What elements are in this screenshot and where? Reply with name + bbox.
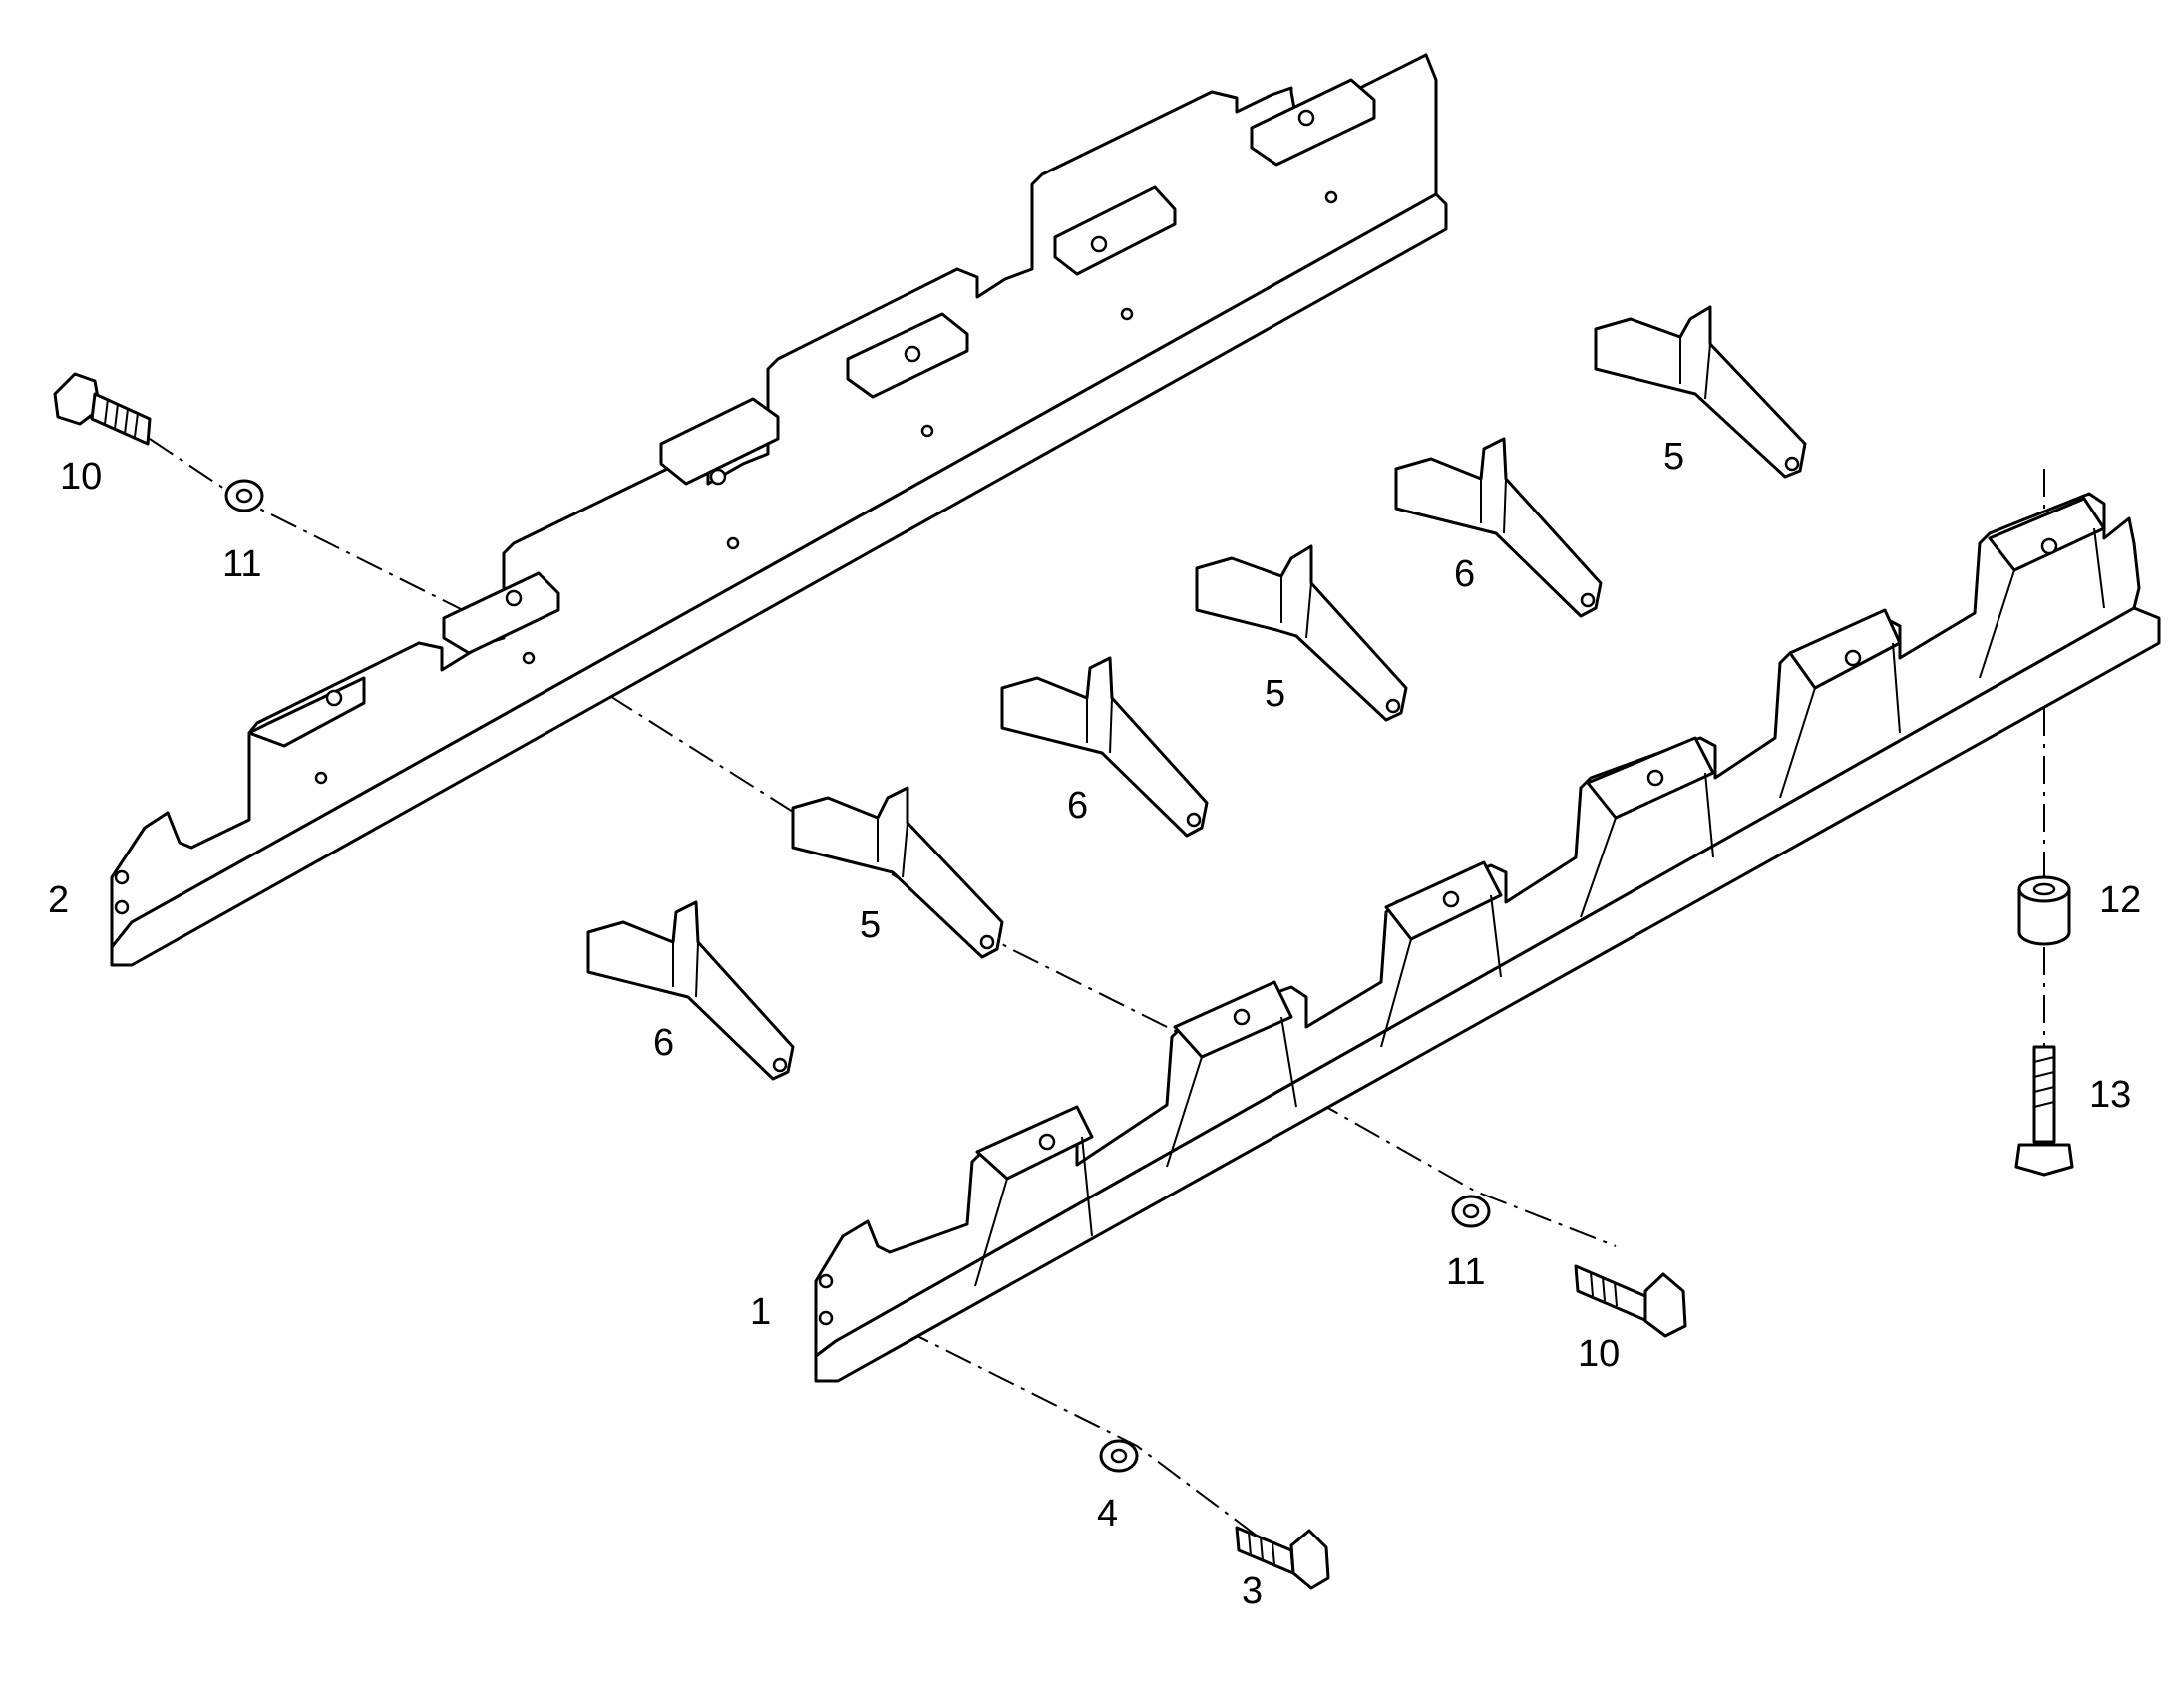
- bracket-part-6-a: [586, 900, 795, 1081]
- callout-13: 13: [2089, 1074, 2131, 1116]
- callout-11-upper: 11: [222, 543, 261, 585]
- callout-1: 1: [750, 1291, 771, 1333]
- bracket-part-5-a: [791, 786, 1004, 959]
- bolt-part-10-upper: [53, 372, 152, 446]
- bracket-part-6-b: [1000, 656, 1209, 838]
- washer-part-4: [1099, 1439, 1139, 1473]
- callout-4: 4: [1097, 1493, 1118, 1535]
- spacer-part-12: [2017, 875, 2071, 946]
- callout-6-c: 6: [1454, 553, 1475, 595]
- washer-part-11-upper: [224, 479, 264, 512]
- callout-10-lower: 10: [1578, 1333, 1620, 1375]
- lower-rail-part-1: [814, 492, 2161, 1383]
- callout-11-lower: 11: [1446, 1251, 1485, 1293]
- callout-6-b: 6: [1067, 785, 1088, 827]
- bolt-part-3: [1235, 1526, 1330, 1590]
- bracket-part-5-b: [1195, 544, 1408, 722]
- assembly-centerlines: [149, 438, 2045, 1537]
- callout-5-b: 5: [1265, 673, 1285, 715]
- callout-labels: 10 11 2 5 6 5 6 5 6 12 13 11 10 1 4 3: [48, 436, 2141, 1612]
- bolt-part-10-lower: [1574, 1264, 1687, 1338]
- bolt-part-13: [2014, 1045, 2074, 1177]
- callout-10-upper: 10: [60, 456, 102, 498]
- callout-3: 3: [1242, 1570, 1263, 1612]
- callout-6-a: 6: [653, 1022, 674, 1064]
- bracket-part-6-c: [1394, 437, 1603, 618]
- upper-rail-part-2: [110, 53, 1448, 967]
- callout-12: 12: [2099, 879, 2141, 921]
- bracket-part-5-c: [1594, 305, 1807, 479]
- callout-2: 2: [48, 879, 69, 921]
- callout-5-a: 5: [860, 904, 881, 946]
- callout-5-c: 5: [1663, 436, 1684, 478]
- washer-part-11-lower: [1451, 1195, 1491, 1228]
